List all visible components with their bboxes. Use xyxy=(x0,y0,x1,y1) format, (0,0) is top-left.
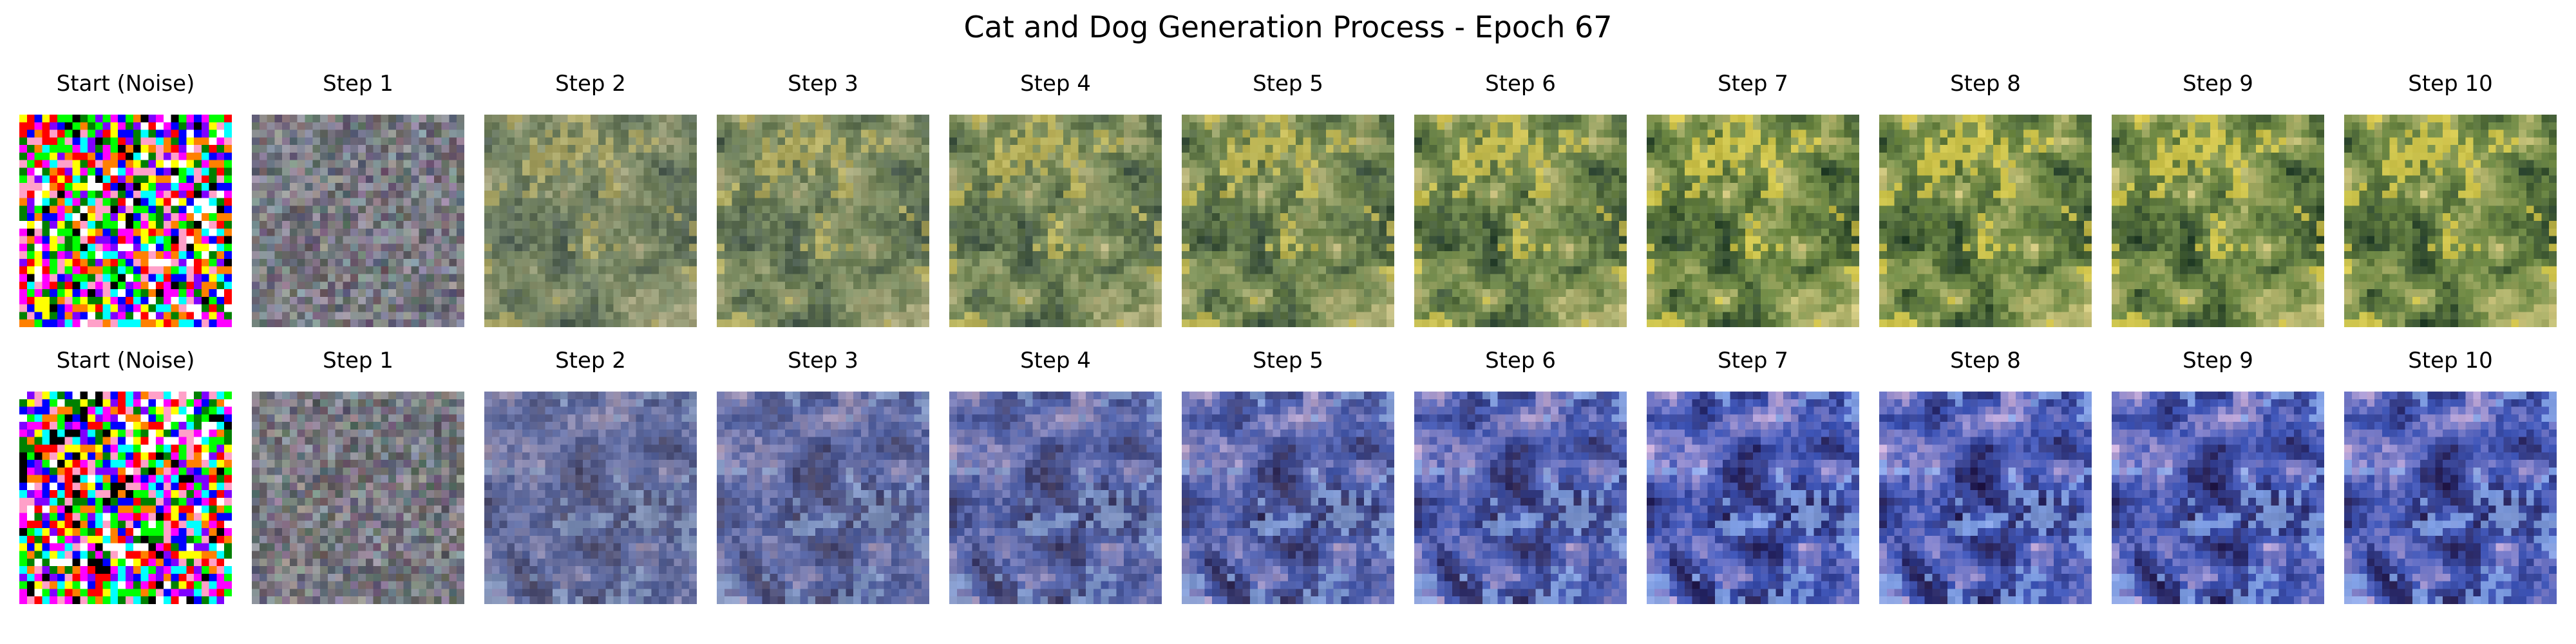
panel-title: Step 2 xyxy=(555,348,626,374)
generation-panel: Step 1 xyxy=(252,64,464,335)
generation-panel: Step 2 xyxy=(484,341,697,612)
generation-panel: Step 9 xyxy=(2112,64,2324,335)
panel-title: Step 7 xyxy=(1718,348,1788,374)
generated-image xyxy=(717,392,929,604)
panel-title: Step 4 xyxy=(1020,348,1091,374)
panel-title: Step 2 xyxy=(555,71,626,97)
generation-panel: Step 3 xyxy=(717,64,929,335)
panel-title: Step 5 xyxy=(1253,71,1323,97)
generation-panel: Step 5 xyxy=(1182,64,1394,335)
panel-title: Step 6 xyxy=(1485,71,1556,97)
panel-title: Step 3 xyxy=(788,348,858,374)
panel-title: Step 8 xyxy=(1950,348,2021,374)
panel-title: Step 8 xyxy=(1950,71,2021,97)
panel-title: Step 1 xyxy=(323,71,393,97)
generated-image xyxy=(1414,392,1627,604)
generation-panel: Start (Noise) xyxy=(19,64,232,335)
noise-image xyxy=(19,392,232,604)
panel-title: Step 10 xyxy=(2408,348,2493,374)
generation-panel: Step 10 xyxy=(2344,64,2557,335)
panel-title: Step 3 xyxy=(788,71,858,97)
noise-image xyxy=(19,115,232,327)
generated-image xyxy=(252,115,464,327)
panel-title: Start (Noise) xyxy=(56,348,195,374)
generated-image xyxy=(2112,392,2324,604)
generation-panel: Step 6 xyxy=(1414,64,1627,335)
figure-title: Cat and Dog Generation Process - Epoch 6… xyxy=(963,10,1613,44)
panel-title: Step 10 xyxy=(2408,71,2493,97)
generation-panel: Start (Noise) xyxy=(19,341,232,612)
generated-image xyxy=(2344,115,2557,327)
generated-image xyxy=(1879,392,2092,604)
generated-image xyxy=(1647,392,1859,604)
generated-image xyxy=(2344,392,2557,604)
generation-row-2: Start (Noise) Step 1 Step 2 Step 3 Step 4 Ste… xyxy=(0,341,2576,625)
generation-panel: Step 1 xyxy=(252,341,464,612)
generation-panel: Step 4 xyxy=(949,64,1162,335)
generated-image xyxy=(949,392,1162,604)
generation-panel: Step 3 xyxy=(717,341,929,612)
panel-title: Step 9 xyxy=(2183,348,2253,374)
panel-title: Step 5 xyxy=(1253,348,1323,374)
generated-image xyxy=(1647,115,1859,327)
generation-panel: Step 5 xyxy=(1182,341,1394,612)
generation-panel: Step 7 xyxy=(1647,64,1859,335)
generated-image xyxy=(2112,115,2324,327)
generation-panel: Step 10 xyxy=(2344,341,2557,612)
generation-panel: Step 8 xyxy=(1879,64,2092,335)
generation-panel: Step 8 xyxy=(1879,341,2092,612)
generated-image xyxy=(1182,115,1394,327)
panel-title: Step 6 xyxy=(1485,348,1556,374)
generation-panel: Step 4 xyxy=(949,341,1162,612)
panel-title: Step 1 xyxy=(323,348,393,374)
generation-panel: Step 7 xyxy=(1647,341,1859,612)
generation-row-1: Start (Noise) Step 1 Step 2 Step 3 Step 4 Ste… xyxy=(0,64,2576,348)
generation-panel: Step 9 xyxy=(2112,341,2324,612)
generation-panel: Step 6 xyxy=(1414,341,1627,612)
panel-title: Step 4 xyxy=(1020,71,1091,97)
generated-image xyxy=(484,392,697,604)
generated-image xyxy=(949,115,1162,327)
generated-image xyxy=(252,392,464,604)
panel-title: Start (Noise) xyxy=(56,71,195,97)
panel-title: Step 7 xyxy=(1718,71,1788,97)
panel-title: Step 9 xyxy=(2183,71,2253,97)
generated-image xyxy=(1414,115,1627,327)
generation-panel: Step 2 xyxy=(484,64,697,335)
generated-image xyxy=(717,115,929,327)
generated-image xyxy=(1182,392,1394,604)
generated-image xyxy=(484,115,697,327)
generated-image xyxy=(1879,115,2092,327)
